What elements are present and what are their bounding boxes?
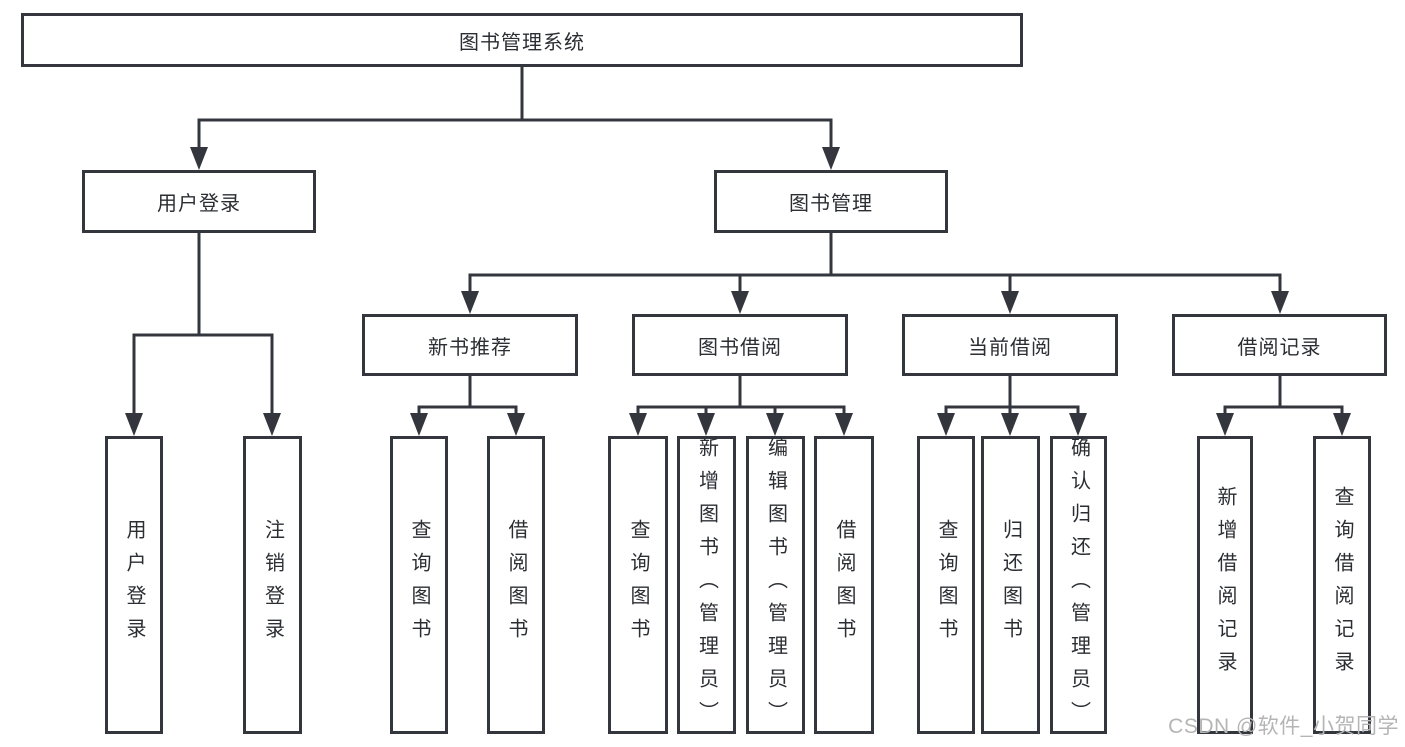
leaf-add-borrow-record: 新增借阅记录 (1197, 436, 1253, 734)
node-book-management-label: 图书管理 (789, 193, 873, 215)
leaf-edit-book-admin: 编辑图书（管理员） (746, 436, 805, 734)
leaf-borrow-books-recommend-label: 借阅图书 (505, 519, 527, 651)
leaf-confirm-return-admin-label: 确认归还（管理员） (1067, 436, 1090, 734)
leaf-logout-label: 注销登录 (261, 519, 284, 651)
leaf-user-login: 用户登录 (105, 436, 163, 734)
node-new-book-recommend: 新书推荐 (362, 314, 578, 376)
node-current-borrow: 当前借阅 (902, 314, 1118, 376)
leaf-query-borrow-record-label: 查询借阅记录 (1331, 486, 1353, 684)
node-user-login: 用户登录 (82, 170, 316, 233)
leaf-add-borrow-record-label: 新增借阅记录 (1214, 486, 1236, 684)
csdn-watermark: CSDN @软件_小贺同学 (1168, 715, 1399, 738)
node-library-system: 图书管理系统 (21, 13, 1023, 67)
node-current-borrow-label: 当前借阅 (968, 336, 1052, 359)
leaf-add-book-admin-label: 新增图书（管理员） (695, 436, 718, 734)
leaf-query-books-borrow: 查询图书 (608, 436, 668, 734)
leaf-query-books-recommend-label: 查询图书 (408, 519, 430, 651)
node-book-management: 图书管理 (714, 170, 948, 233)
leaf-query-books-borrow-label: 查询图书 (627, 519, 649, 651)
leaf-query-books-current-label: 查询图书 (935, 519, 957, 651)
leaf-user-login-label: 用户登录 (123, 519, 145, 651)
leaf-borrow-books-label: 借阅图书 (833, 519, 855, 651)
node-library-system-label: 图书管理系统 (459, 31, 585, 54)
leaf-borrow-books: 借阅图书 (814, 436, 874, 734)
node-new-book-recommend-label: 新书推荐 (428, 336, 512, 359)
leaf-return-book-label: 归还图书 (999, 519, 1022, 651)
leaf-query-books-current: 查询图书 (917, 436, 975, 734)
leaf-query-books-recommend: 查询图书 (390, 436, 448, 734)
node-borrow-records: 借阅记录 (1172, 314, 1387, 376)
node-book-borrow: 图书借阅 (632, 314, 848, 376)
node-borrow-records-label: 借阅记录 (1237, 336, 1322, 359)
leaf-return-book: 归还图书 (981, 436, 1040, 734)
node-user-login-label: 用户登录 (157, 193, 241, 215)
leaf-add-book-admin: 新增图书（管理员） (677, 436, 736, 734)
leaf-query-borrow-record: 查询借阅记录 (1313, 436, 1371, 734)
leaf-edit-book-admin-label: 编辑图书（管理员） (764, 436, 787, 734)
leaf-borrow-books-recommend: 借阅图书 (487, 436, 545, 734)
leaf-logout: 注销登录 (243, 436, 302, 734)
leaf-confirm-return-admin: 确认归还（管理员） (1050, 436, 1107, 734)
node-book-borrow-label: 图书借阅 (698, 336, 782, 359)
